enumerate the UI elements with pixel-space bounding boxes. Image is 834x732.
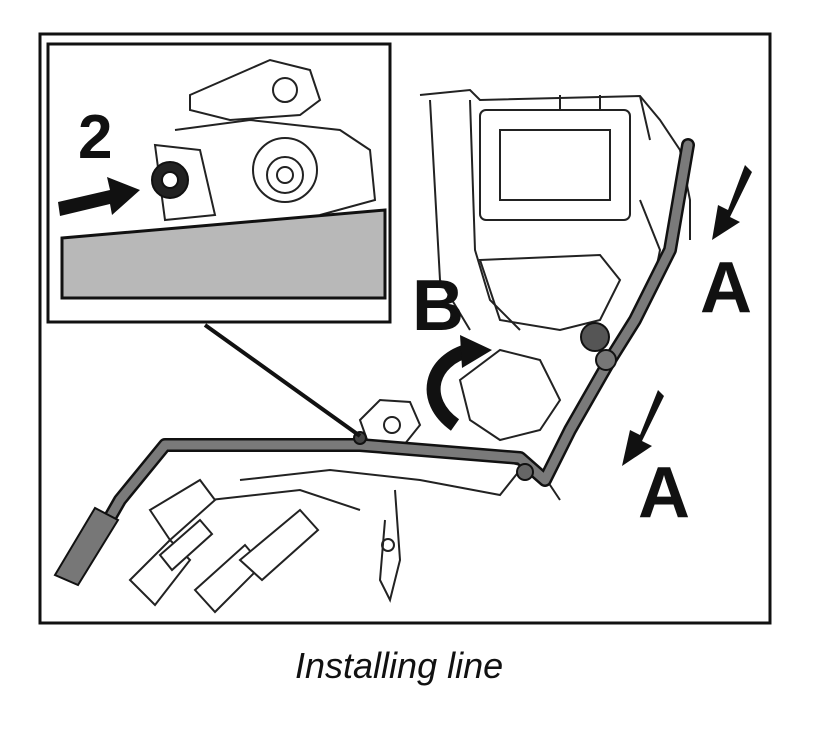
callout-b: B — [412, 266, 464, 346]
figure-caption: Installing line — [295, 645, 503, 686]
curved-arrow-icon — [426, 335, 492, 431]
arrow-down-icon — [712, 165, 752, 240]
callout-2: 2 — [78, 103, 112, 172]
callout-a-upper: A — [700, 248, 752, 328]
detail-inset — [46, 42, 392, 324]
leader-line — [203, 323, 362, 438]
fuel-line — [53, 138, 695, 587]
arrow-down-icon — [622, 390, 664, 466]
lower-fittings — [128, 478, 320, 614]
callout-a-lower: A — [638, 453, 690, 533]
arrow-right-icon — [58, 177, 140, 216]
